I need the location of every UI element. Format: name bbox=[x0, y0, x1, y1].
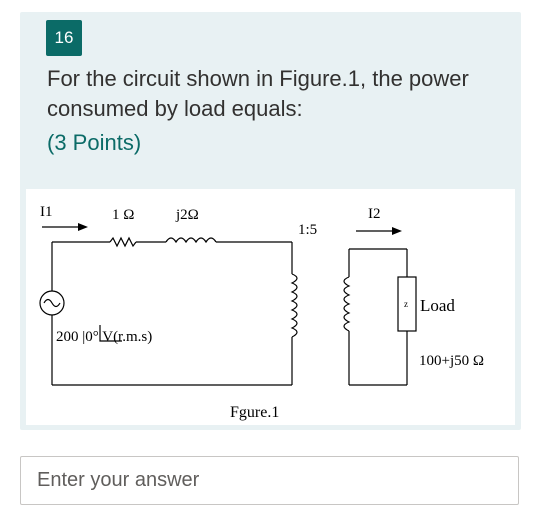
current2-arrowhead bbox=[392, 227, 402, 235]
ratio-label: 1:5 bbox=[298, 222, 317, 238]
circuit-diagram: I1 1 Ω j2Ω 1:5 I2 200 |0° V(r.m.s) z Loa… bbox=[39, 204, 484, 421]
question-card: 16 For the circuit shown in Figure.1, th… bbox=[20, 12, 521, 430]
resistor-symbol bbox=[109, 236, 137, 248]
question-number-badge: 16 bbox=[46, 20, 82, 56]
load-value: 100+j50 Ω bbox=[419, 353, 484, 369]
inductor-label: j2Ω bbox=[175, 207, 199, 223]
source-label: 200 |0° V(r.m.s) bbox=[56, 329, 152, 345]
question-points: (3 Points) bbox=[47, 130, 142, 155]
figure-caption: Fgure.1 bbox=[230, 404, 279, 421]
resistor-label: 1 Ω bbox=[112, 207, 134, 223]
question-text: For the circuit shown in Figure.1, the p… bbox=[47, 66, 469, 121]
load-label: Load bbox=[420, 296, 455, 315]
primary-coil-symbol bbox=[290, 273, 298, 338]
circuit-figure: I1 1 Ω j2Ω 1:5 I2 200 |0° V(r.m.s) z Loa… bbox=[26, 189, 515, 425]
load-marker: z bbox=[404, 299, 408, 309]
secondary-coil-symbol bbox=[343, 276, 351, 332]
inductor-symbol bbox=[165, 237, 217, 244]
current2-label: I2 bbox=[368, 206, 381, 222]
current1-arrowhead bbox=[78, 223, 88, 231]
answer-input[interactable] bbox=[20, 456, 519, 505]
current1-label: I1 bbox=[40, 204, 53, 220]
